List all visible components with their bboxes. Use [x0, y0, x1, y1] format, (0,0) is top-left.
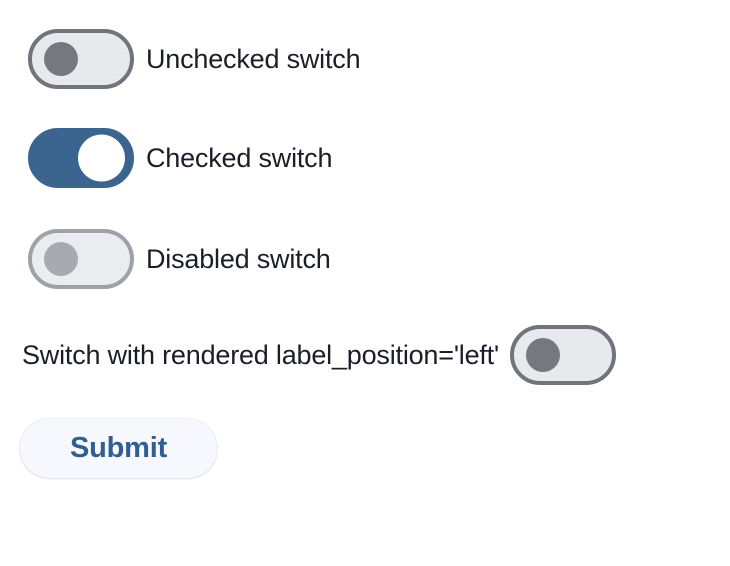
disabled-switch: [28, 229, 134, 289]
submit-button[interactable]: Submit: [20, 419, 217, 478]
left-label-switch-label[interactable]: Switch with rendered label_position='lef…: [22, 339, 499, 370]
checked-switch-label[interactable]: Checked switch: [146, 142, 333, 173]
checked-switch[interactable]: [28, 128, 134, 188]
switch-row-unchecked: Unchecked switch: [20, 29, 730, 89]
switch-row-label-left: Switch with rendered label_position='lef…: [20, 325, 730, 385]
switch-thumb: [78, 134, 125, 182]
unchecked-switch[interactable]: [28, 29, 134, 89]
disabled-switch-label: Disabled switch: [146, 243, 331, 274]
switch-row-checked: Checked switch: [20, 128, 730, 188]
switch-thumb: [44, 42, 78, 76]
switch-thumb: [525, 338, 560, 372]
left-label-switch[interactable]: [509, 325, 616, 385]
switch-row-disabled: Disabled switch: [20, 229, 730, 289]
unchecked-switch-label[interactable]: Unchecked switch: [146, 43, 361, 74]
switch-thumb: [44, 242, 78, 276]
